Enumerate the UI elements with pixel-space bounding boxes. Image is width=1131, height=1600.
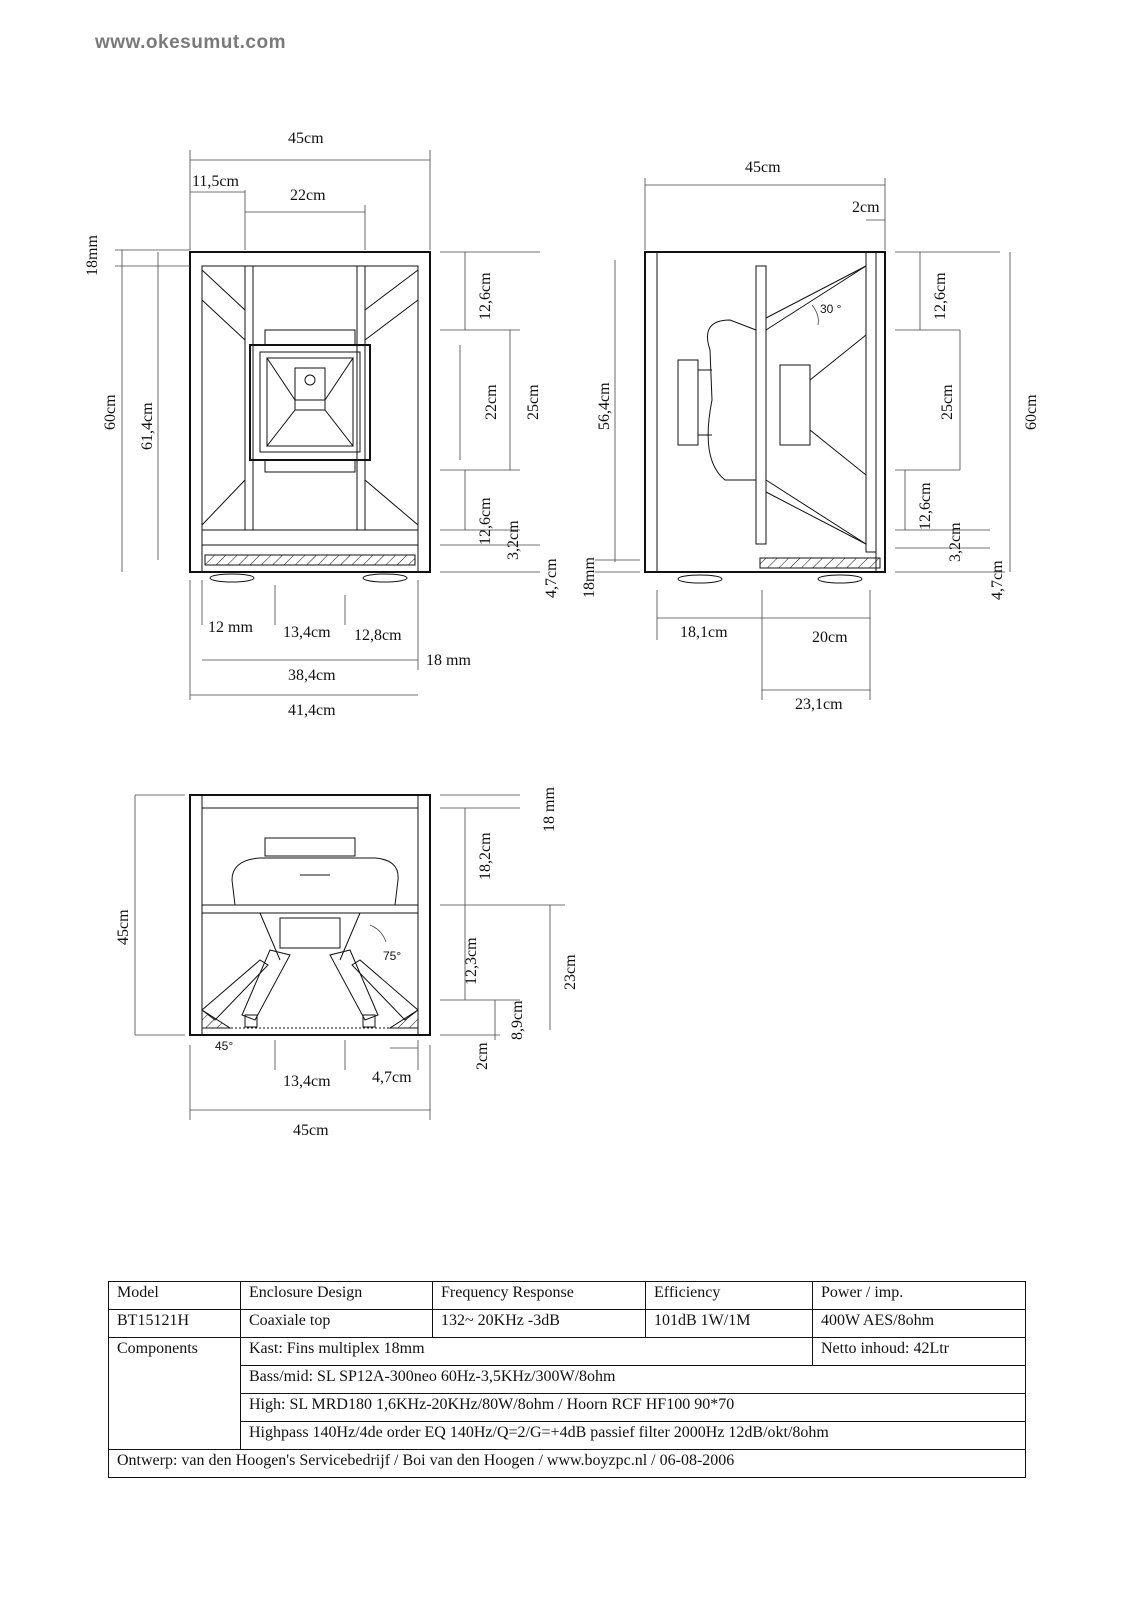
spec-frequency: 132~ 20KHz -3dB — [432, 1309, 646, 1338]
spec-efficiency: 101dB 1W/1M — [645, 1309, 813, 1338]
spec-bass: Bass/mid: SL SP12A-300neo 60Hz-3,5KHz/30… — [240, 1365, 1026, 1394]
spec-high-row: High: SL MRD180 1,6KHz-20KHz/80W/8ohm / … — [109, 1393, 1026, 1422]
spec-table: Model Enclosure Design Frequency Respons… — [108, 1281, 1026, 1478]
top-dim-upper: 18,2cm — [477, 832, 494, 880]
side-dim-depth: 45cm — [745, 159, 781, 176]
spec-header-frequency: Frequency Response — [432, 1281, 646, 1310]
top-dim-width-edge: 4,7cm — [372, 1069, 412, 1086]
speaker-drawings: 45cm 11,5cm 22cm 18mm 60cm 61,4cm 12,6cm… — [84, 130, 1040, 1139]
front-dim-left-mm: 12 mm — [208, 619, 253, 636]
side-dim-base: 4,7cm — [989, 560, 1006, 600]
front-dim-horn-frame: 25cm — [525, 384, 542, 420]
side-dim-lower-gap: 12,6cm — [917, 482, 934, 530]
side-view: 30 ° 45cm 2cm 56,4cm 12,6cm 25cm 60cm 12… — [581, 159, 1040, 713]
front-dim-height-inner: 61,4cm — [139, 402, 156, 450]
side-dim-front-panel: 2cm — [852, 199, 880, 216]
front-dim-width-inner: 38,4cm — [288, 667, 336, 684]
top-dim-width-mid: 13,4cm — [283, 1073, 331, 1090]
side-dim-bottom-gap: 3,2cm — [947, 522, 964, 562]
side-dim-top-gap: 12,6cm — [932, 272, 949, 320]
top-angle-45: 45° — [215, 1039, 233, 1053]
spec-header-model: Model — [108, 1281, 241, 1310]
front-dim-bottom-gap: 3,2cm — [505, 520, 522, 560]
top-angle-75: 75° — [383, 949, 401, 963]
top-dim-bottom: 2cm — [474, 1042, 491, 1070]
spec-highpass: Highpass 140Hz/4de order EQ 140Hz/Q=2/G=… — [240, 1421, 1026, 1450]
spec-model-row: BT15121H Coaxiale top 132~ 20KHz -3dB 10… — [108, 1309, 1026, 1338]
front-dim-mid: 13,4cm — [283, 624, 331, 641]
front-dim-base: 4,7cm — [543, 558, 560, 598]
spec-kast: Kast: Fins multiplex 18mm — [240, 1337, 813, 1366]
front-dim-top-panel: 18mm — [84, 235, 101, 276]
spec-header-row: Model Enclosure Design Frequency Respons… — [108, 1281, 1026, 1310]
side-dim-driver: 25cm — [939, 384, 956, 420]
front-dim-lower-gap: 12,6cm — [477, 497, 494, 545]
side-angle: 30 ° — [820, 302, 842, 316]
spec-netto: Netto inhoud: 42Ltr — [812, 1337, 1026, 1366]
side-dim-height: 60cm — [1023, 394, 1040, 430]
front-dim-horn: 22cm — [483, 384, 500, 420]
spec-bass-row: Bass/mid: SL SP12A-300neo 60Hz-3,5KHz/30… — [109, 1365, 1026, 1394]
top-view: 75° 45° 45cm 18 mm 18,2cm 12,3cm 23cm 8,… — [115, 787, 579, 1139]
side-dim-rear: 18,1cm — [680, 624, 728, 641]
side-dim-mid: 20cm — [812, 629, 848, 646]
spec-enclosure: Coaxiale top — [240, 1309, 433, 1338]
site-watermark: www.okesumut.com — [95, 32, 286, 53]
front-dim-width-outer: 41,4cm — [288, 702, 336, 719]
front-dim-offset-left: 11,5cm — [192, 173, 240, 190]
spec-kast-row: Components Kast: Fins multiplex 18mm Net… — [108, 1337, 1026, 1450]
spec-footer-row: Ontwerp: van den Hoogen's Servicebedrijf… — [108, 1449, 1026, 1478]
spec-header-power: Power / imp. — [812, 1281, 1026, 1310]
front-view: 45cm 11,5cm 22cm 18mm 60cm 61,4cm 12,6cm… — [84, 130, 560, 719]
side-dim-front: 23,1cm — [795, 696, 843, 713]
front-dim-right: 12,8cm — [354, 627, 402, 644]
top-dim-panel-mm: 18 mm — [541, 787, 558, 832]
front-dim-height-outer: 60cm — [102, 394, 119, 430]
spec-high: High: SL MRD180 1,6KHz-20KHz/80W/8ohm / … — [240, 1393, 1026, 1422]
top-dim-lower: 8,9cm — [509, 1000, 526, 1040]
spec-footer: Ontwerp: van den Hoogen's Servicebedrijf… — [108, 1449, 1026, 1478]
front-dim-right-mm: 18 mm — [426, 652, 471, 669]
spec-components-label: Components — [108, 1337, 241, 1450]
spec-header-efficiency: Efficiency — [645, 1281, 813, 1310]
spec-model: BT15121H — [108, 1309, 241, 1338]
spec-highpass-row: Highpass 140Hz/4de order EQ 140Hz/Q=2/G=… — [109, 1421, 1026, 1450]
top-dim-mid: 12,3cm — [463, 937, 480, 985]
spec-power: 400W AES/8ohm — [812, 1309, 1026, 1338]
side-dim-height-inner: 56,4cm — [596, 382, 613, 430]
top-dim-total: 23cm — [562, 954, 579, 990]
spec-header-enclosure: Enclosure Design — [240, 1281, 433, 1310]
front-dim-total-width: 45cm — [288, 130, 324, 147]
side-dim-base-mm: 18mm — [581, 557, 598, 598]
front-dim-inner-width: 22cm — [290, 187, 326, 204]
front-dim-upper-gap: 12,6cm — [477, 272, 494, 320]
top-dim-width: 45cm — [293, 1122, 329, 1139]
top-dim-depth: 45cm — [115, 909, 132, 945]
